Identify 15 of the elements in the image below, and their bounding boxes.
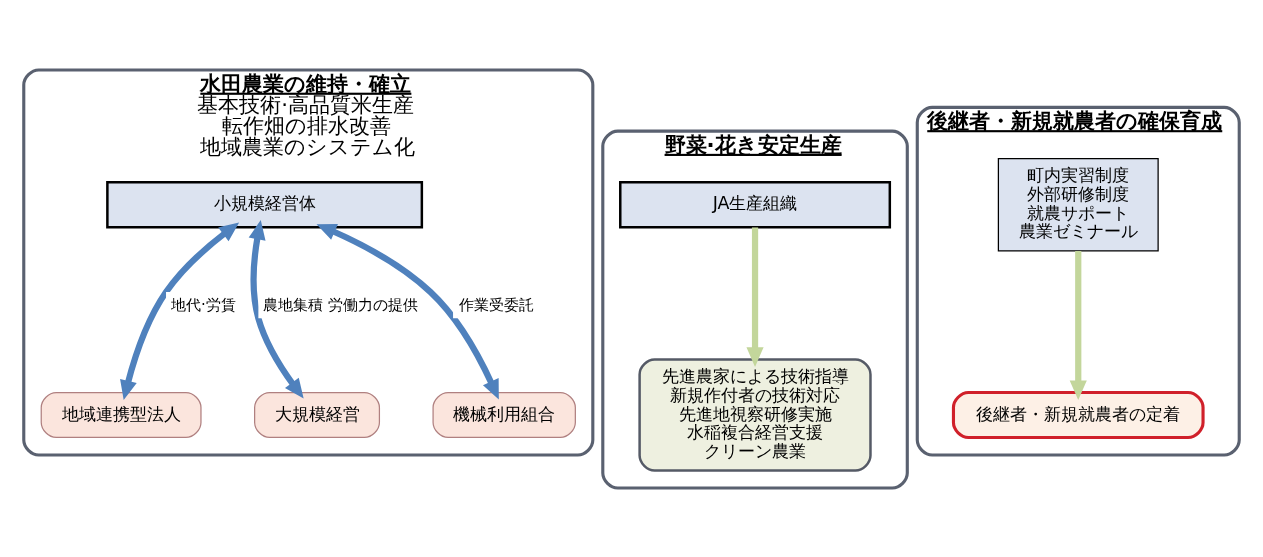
node-box: 後継者・新規就農者の定着 [951, 390, 1205, 439]
node-box: 町内実習制度 外部研修制度 就農サポート 農業ゼミナール [997, 157, 1159, 252]
edge-label: 作業受委託 [458, 295, 534, 314]
node-box: JA生産組織 [619, 180, 892, 228]
node-box: 機械利用組合 [432, 391, 576, 438]
node-box: 小規模経営体 [106, 180, 424, 228]
arrow [316, 223, 499, 400]
arrow [248, 219, 304, 398]
node-box: 地域連携型法人 [40, 391, 202, 438]
arrow [1069, 250, 1087, 400]
edge-label: 地代·労賃 [171, 295, 236, 314]
node-box: 大規模経営 [254, 391, 381, 438]
edge-label: 農地集積 労働力の提供 [263, 295, 419, 314]
node-box: 先進農家による技術指導 新規作付者の技術対応 先進地視察研修実施 水稲複合経営支援 クリーン農業 [638, 357, 872, 472]
arrow [746, 226, 764, 367]
